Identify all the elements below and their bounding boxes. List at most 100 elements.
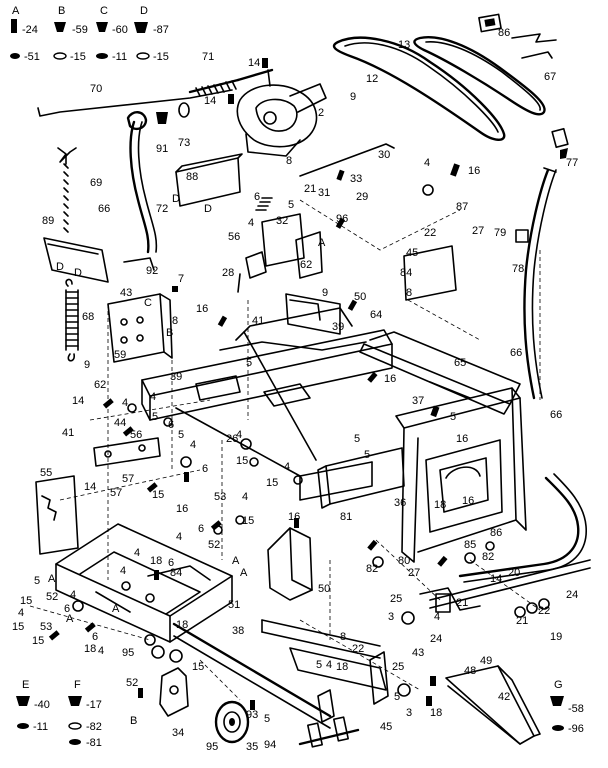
callout-86: 89 <box>42 215 54 227</box>
callout-45a: 45 <box>406 247 418 259</box>
legend-g-letter: G <box>554 679 563 691</box>
part-callouts: 86 13 12 67 71 14 14 9 2 70 91 73 69 66 … <box>12 27 578 753</box>
callout-5g: 5 <box>364 449 370 461</box>
callout-64c: 66 <box>550 409 562 421</box>
callout-64a: 66 <box>98 203 110 215</box>
callout-5k: 5 <box>264 713 270 725</box>
callout-19: 19 <box>550 631 562 643</box>
legend-d: D -87 -15 <box>134 5 169 63</box>
callout-44: 44 <box>114 417 126 429</box>
callout-4i: 4 <box>176 531 182 543</box>
callout-79: 82 <box>482 551 494 563</box>
callout-4o: 4 <box>98 645 104 657</box>
callout-30: 30 <box>378 149 390 161</box>
callout-15c: 15 <box>152 489 164 501</box>
callout-15d: 15 <box>242 515 254 527</box>
callout-6c: 6 <box>202 463 208 475</box>
callout-76: 80 <box>398 555 410 567</box>
callout-4a: 4 <box>424 157 430 169</box>
callout-67: 69 <box>90 177 102 189</box>
callout-3a: 3 <box>388 611 394 623</box>
callout-4k: 4 <box>120 565 126 577</box>
callout-84: 87 <box>456 201 468 213</box>
callout-26: 26 <box>226 433 238 445</box>
callout-15b: 15 <box>266 477 278 489</box>
legend-e-letter: E <box>22 679 29 691</box>
legend-e: E -40 -11 <box>16 679 50 733</box>
callout-81a: 84 <box>170 567 182 579</box>
legend-f-top: -17 <box>86 699 102 711</box>
callout-16a: 16 <box>468 165 480 177</box>
callout-42: 42 <box>498 691 510 703</box>
callout-24: 24 <box>430 633 442 645</box>
callout-11: 14 <box>490 573 502 585</box>
callout-3b: 3 <box>406 707 412 719</box>
legend-c-bottom: -11 <box>112 51 127 63</box>
callout-21b: 21 <box>456 597 468 609</box>
callout-33: 33 <box>350 173 362 185</box>
legend-g-bottom: -96 <box>568 723 584 735</box>
callout-b1: B <box>166 327 173 339</box>
callout-96: B <box>130 715 137 727</box>
drawing-lines <box>29 13 591 748</box>
callout-4c: 4 <box>122 397 128 409</box>
callout-56: 57 <box>122 473 134 485</box>
callout-8b: 8 <box>406 287 412 299</box>
callout-5j: 5 <box>394 691 400 703</box>
callout-15h: 15 <box>192 661 204 673</box>
callout-22c: 22 <box>352 643 364 655</box>
callout-61b: 62 <box>94 379 106 391</box>
callout-71: 73 <box>178 137 190 149</box>
callout-15e: 15 <box>20 595 32 607</box>
callout-49: 50 <box>318 583 330 595</box>
callout-18c: 18 <box>84 643 96 655</box>
callout-53b: 52 <box>46 591 58 603</box>
callout-47: 49 <box>480 655 492 667</box>
callout-25a: 25 <box>390 593 402 605</box>
callout-4e: 4 <box>236 429 242 441</box>
callout-5c: 5 <box>450 411 456 423</box>
callout-16d: 16 <box>456 433 468 445</box>
callout-46: 48 <box>464 665 476 677</box>
legend-e-top: -40 <box>34 699 50 711</box>
callout-13: 13 <box>398 39 410 51</box>
legend-b-top: -59 <box>72 24 88 36</box>
callout-52: 41 <box>62 427 74 439</box>
legend-a-top: -24 <box>22 24 38 36</box>
callout-28: 28 <box>222 267 234 279</box>
legend-g: G -58 -96 <box>550 679 584 735</box>
callout-16e: 16 <box>462 495 474 507</box>
callout-16c: 16 <box>384 373 396 385</box>
callout-6f: 6 <box>64 603 70 615</box>
callout-36: 36 <box>394 497 406 509</box>
legend-f-bottom-1: -82 <box>86 721 102 733</box>
callout-18b: 18 <box>176 619 188 631</box>
callout-37: 37 <box>412 395 424 407</box>
callout-5d: 5 <box>152 411 158 423</box>
callout-38: 38 <box>232 625 244 637</box>
callout-82: 85 <box>464 539 476 551</box>
callout-32: 32 <box>276 215 288 227</box>
callout-51: 52 <box>126 677 138 689</box>
callout-43a: 43 <box>120 287 132 299</box>
legend-d-top: -87 <box>153 24 169 36</box>
legend-top-left: A -24 -51 B -59 -15 C -60 -11 D -87 -15 <box>10 5 169 63</box>
callout-6e: 6 <box>168 557 174 569</box>
callout-d4: D <box>74 267 82 279</box>
callout-85: 88 <box>186 171 198 183</box>
callout-8c: 8 <box>172 315 178 327</box>
callout-a3: A <box>48 573 56 585</box>
callout-70: 72 <box>156 203 168 215</box>
legend-a: A -24 -51 <box>10 5 40 63</box>
callout-56b: 57 <box>110 487 122 499</box>
callout-57: 59 <box>114 349 126 361</box>
callout-21c: 21 <box>516 615 528 627</box>
callout-14b: 14 <box>204 95 216 107</box>
callout-45b: 45 <box>380 721 392 733</box>
callout-5i: 5 <box>316 659 322 671</box>
legend-b-bottom: -15 <box>70 51 86 63</box>
callout-5h: 5 <box>34 575 40 587</box>
legend-f: F -17 -82 -81 <box>68 679 102 749</box>
callout-73: 77 <box>566 157 578 169</box>
